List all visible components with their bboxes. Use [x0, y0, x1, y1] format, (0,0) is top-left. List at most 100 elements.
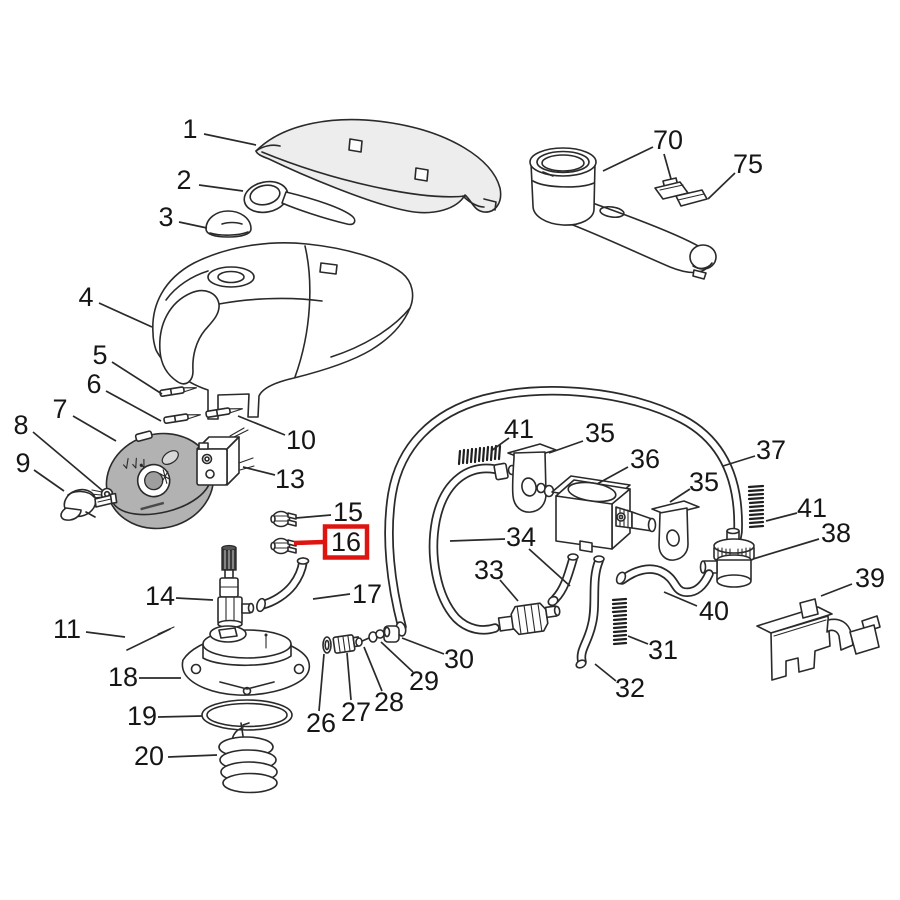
callout-26[interactable]: 26	[306, 653, 336, 738]
callout-36[interactable]: 36	[596, 444, 660, 485]
callout-9[interactable]: 9	[15, 448, 65, 492]
callout-3[interactable]: 3	[158, 202, 208, 232]
part-number-label[interactable]: 32	[615, 673, 645, 703]
callout-20[interactable]: 20	[134, 741, 218, 771]
callout-leader-line	[490, 437, 510, 452]
part-number-label[interactable]: 35	[585, 418, 615, 448]
callout-38[interactable]: 38	[752, 518, 851, 560]
callout-32[interactable]: 32	[594, 663, 645, 703]
part-number-label[interactable]: 9	[15, 448, 30, 478]
callout-7[interactable]: 7	[52, 394, 117, 442]
callout-leader-line	[722, 455, 756, 467]
part-number-label[interactable]: 28	[374, 687, 404, 717]
callout-16-highlighted[interactable]: 16	[293, 524, 370, 560]
callout-1[interactable]: 1	[182, 114, 257, 146]
part-number-label[interactable]: 8	[13, 410, 28, 440]
callout-leader-line	[167, 754, 218, 758]
callout-34[interactable]: 34	[449, 522, 571, 587]
part-number-label[interactable]: 5	[92, 340, 107, 370]
callout-leader-line	[98, 302, 153, 328]
callout-leader-line	[663, 591, 698, 607]
part-number-label[interactable]: 37	[756, 435, 786, 465]
part-number-label[interactable]: 41	[797, 493, 827, 523]
part-number-label[interactable]: 40	[699, 596, 729, 626]
part-19-oring-drawing	[201, 699, 293, 731]
callout-15[interactable]: 15	[295, 497, 363, 527]
part-number-label[interactable]: 34	[506, 522, 536, 552]
part-number-label[interactable]: 27	[341, 697, 371, 727]
callout-75[interactable]: 75	[707, 149, 763, 200]
part-number-label[interactable]: 3	[158, 202, 173, 232]
part-number-label[interactable]: 26	[306, 708, 336, 738]
callout-13[interactable]: 13	[242, 464, 305, 494]
callout-6[interactable]: 6	[86, 369, 162, 422]
callout-35[interactable]: 35	[669, 467, 719, 503]
callout-17[interactable]: 17	[312, 579, 382, 609]
callout-10[interactable]: 10	[237, 415, 316, 455]
part-17-hose-drawing	[255, 557, 310, 613]
part-16-clamp-drawing	[270, 537, 297, 555]
callout-28[interactable]: 28	[363, 646, 404, 717]
callout-40[interactable]: 40	[663, 591, 729, 626]
part-number-label[interactable]: 10	[286, 425, 316, 455]
part-number-label[interactable]: 2	[176, 165, 191, 195]
part-number-label[interactable]: 15	[333, 497, 363, 527]
callout-29[interactable]: 29	[380, 641, 439, 696]
callout-4[interactable]: 4	[78, 282, 153, 328]
part-number-label[interactable]: 75	[733, 149, 763, 179]
part-number-label[interactable]: 6	[86, 369, 101, 399]
callout-2[interactable]: 2	[176, 165, 244, 195]
part-number-label[interactable]: 29	[409, 666, 439, 696]
callout-41[interactable]: 41	[490, 414, 534, 452]
part-37-hose-drawing	[384, 386, 743, 637]
callout-31[interactable]: 31	[627, 635, 678, 665]
part-13-switch-drawing	[196, 427, 255, 486]
callout-35[interactable]: 35	[548, 418, 615, 454]
part-number-label[interactable]: 33	[474, 555, 504, 585]
callout-37[interactable]: 37	[722, 435, 786, 467]
callout-18[interactable]: 18	[108, 662, 181, 692]
callout-leader-line	[499, 579, 519, 602]
part-number-label[interactable]: 38	[821, 518, 851, 548]
callout-30[interactable]: 30	[401, 637, 474, 674]
part-number-label[interactable]: 30	[444, 644, 474, 674]
part-number-label[interactable]: 70	[653, 125, 683, 155]
part-number-label[interactable]: 16	[331, 527, 361, 557]
callout-11[interactable]: 11	[53, 614, 126, 644]
callout-leader-line	[295, 514, 332, 519]
callout-39[interactable]: 39	[820, 563, 885, 597]
callout-leader-line	[820, 583, 853, 597]
part-40-hose-drawing	[615, 564, 714, 597]
part-15-clamp-drawing	[270, 510, 297, 528]
callout-8[interactable]: 8	[13, 410, 104, 492]
part-1-lid-drawing	[255, 118, 502, 214]
part-number-label[interactable]: 36	[630, 444, 660, 474]
callout-41[interactable]: 41	[765, 493, 827, 523]
callout-5[interactable]: 5	[92, 340, 163, 395]
part-number-label[interactable]: 14	[145, 581, 175, 611]
callout-leader-line	[752, 538, 820, 560]
part-number-label[interactable]: 18	[108, 662, 138, 692]
part-75-clip-drawing	[654, 177, 708, 207]
part-number-label[interactable]: 4	[78, 282, 93, 312]
part-number-label[interactable]: 19	[127, 701, 157, 731]
part-number-label[interactable]: 13	[275, 464, 305, 494]
callout-leader-line	[293, 539, 325, 546]
part-number-label[interactable]: 1	[182, 114, 197, 144]
callout-27[interactable]: 27	[341, 652, 371, 727]
part-number-label[interactable]: 17	[352, 579, 382, 609]
callout-14[interactable]: 14	[145, 581, 214, 611]
part-number-label[interactable]: 41	[504, 414, 534, 444]
callout-leader-line	[449, 538, 506, 542]
callout-70[interactable]: 70	[602, 125, 683, 180]
callout-19[interactable]: 19	[127, 701, 203, 731]
callout-33[interactable]: 33	[474, 555, 519, 602]
part-7-control-panel-drawing	[105, 430, 217, 530]
part-number-label[interactable]: 20	[134, 741, 164, 771]
part-number-label[interactable]: 35	[689, 467, 719, 497]
part-number-label[interactable]: 11	[53, 614, 81, 644]
part-number-label[interactable]: 7	[52, 394, 67, 424]
part-number-label[interactable]: 31	[648, 635, 678, 665]
part-number-label[interactable]: 39	[855, 563, 885, 593]
